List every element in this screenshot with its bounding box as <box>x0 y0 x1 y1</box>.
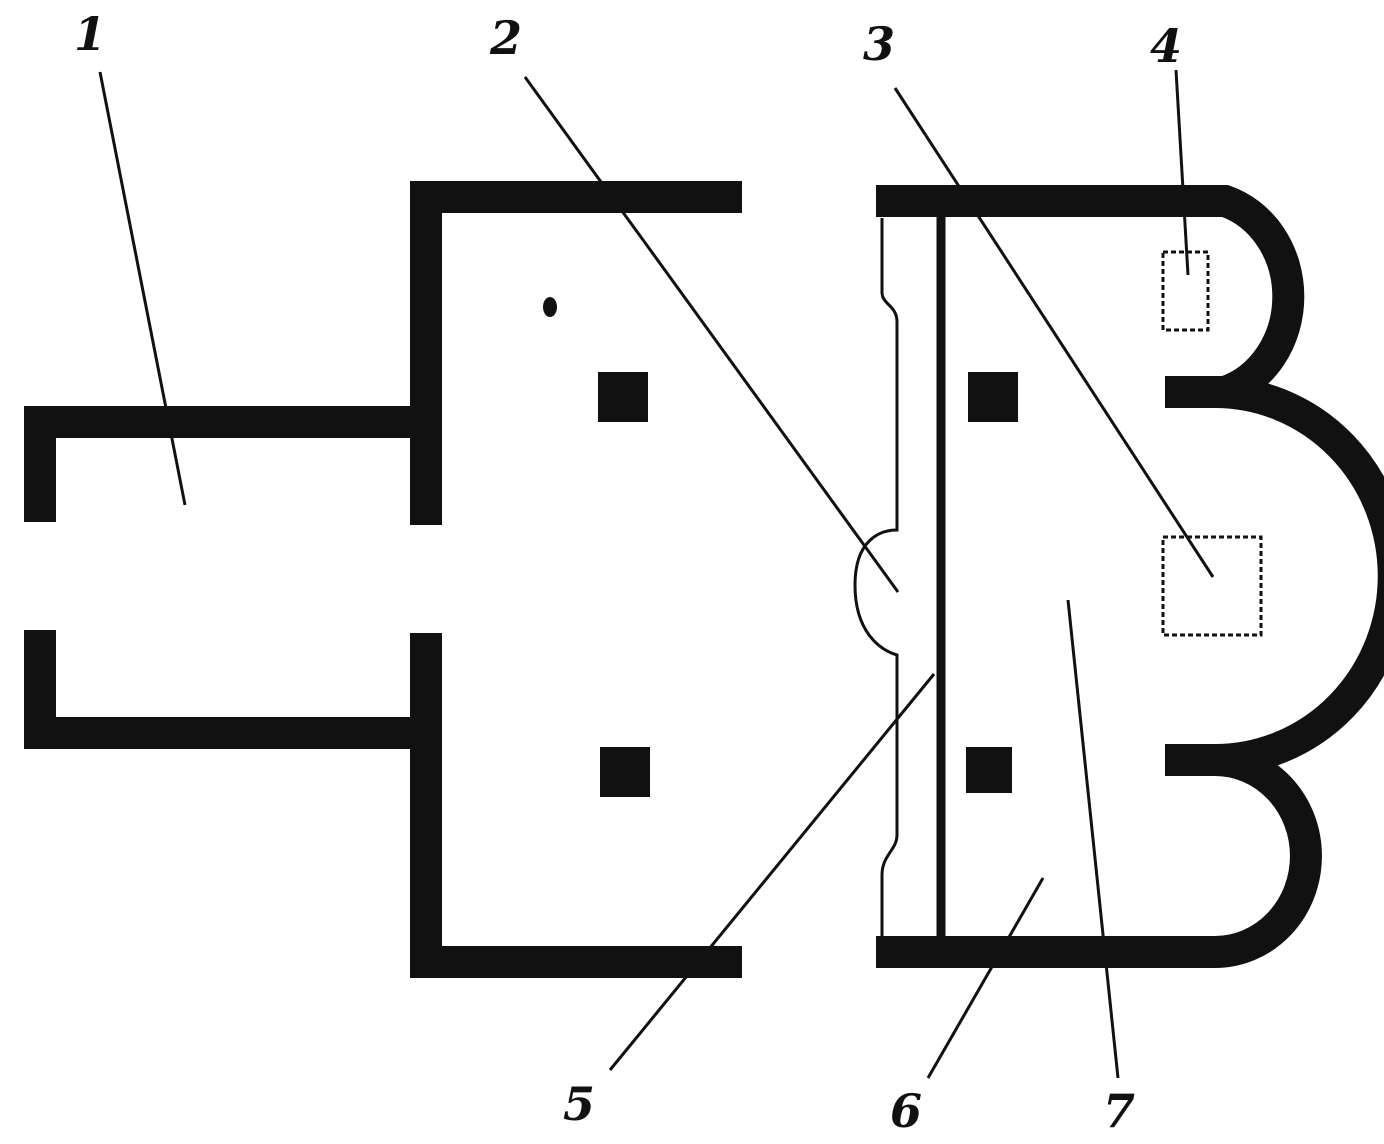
entrance-upper-wall <box>24 406 410 522</box>
pillar-lower-right <box>966 747 1012 793</box>
callout-2: 2 <box>489 11 522 65</box>
callout-1: 1 <box>74 7 106 61</box>
pillar-upper-left <box>598 372 648 422</box>
niche-small <box>1161 250 1210 332</box>
callout-7: 7 <box>1103 1084 1135 1138</box>
callout-5: 5 <box>563 1077 595 1131</box>
pillar-upper-right <box>968 372 1018 422</box>
leader-3 <box>893 87 1215 578</box>
leader-lines <box>98 69 1215 1079</box>
middle-hall-lower-wall <box>410 633 742 978</box>
entrance-block <box>24 406 410 749</box>
leader-1 <box>98 71 187 506</box>
entrance-lower-wall <box>24 630 410 749</box>
apse-block <box>853 185 1384 968</box>
middle-hall-upper-wall <box>410 181 742 525</box>
leader-7 <box>1066 599 1120 1079</box>
leader-4 <box>1174 69 1190 276</box>
altar-table <box>1161 535 1263 637</box>
callout-4: 4 <box>1150 19 1182 73</box>
altar-barrier-outline <box>853 218 899 948</box>
middle-hall-block <box>410 181 742 978</box>
callout-6: 6 <box>890 1084 922 1138</box>
leader-5 <box>608 673 936 1071</box>
callout-numbers: 1 2 3 4 5 6 7 <box>74 7 1182 1138</box>
pillar-lower-left <box>600 747 650 797</box>
callout-3: 3 <box>863 17 895 71</box>
ink-dot <box>543 297 557 317</box>
apse-outer-wall <box>876 185 1384 968</box>
leader-2 <box>523 76 900 593</box>
leader-6 <box>926 877 1045 1079</box>
